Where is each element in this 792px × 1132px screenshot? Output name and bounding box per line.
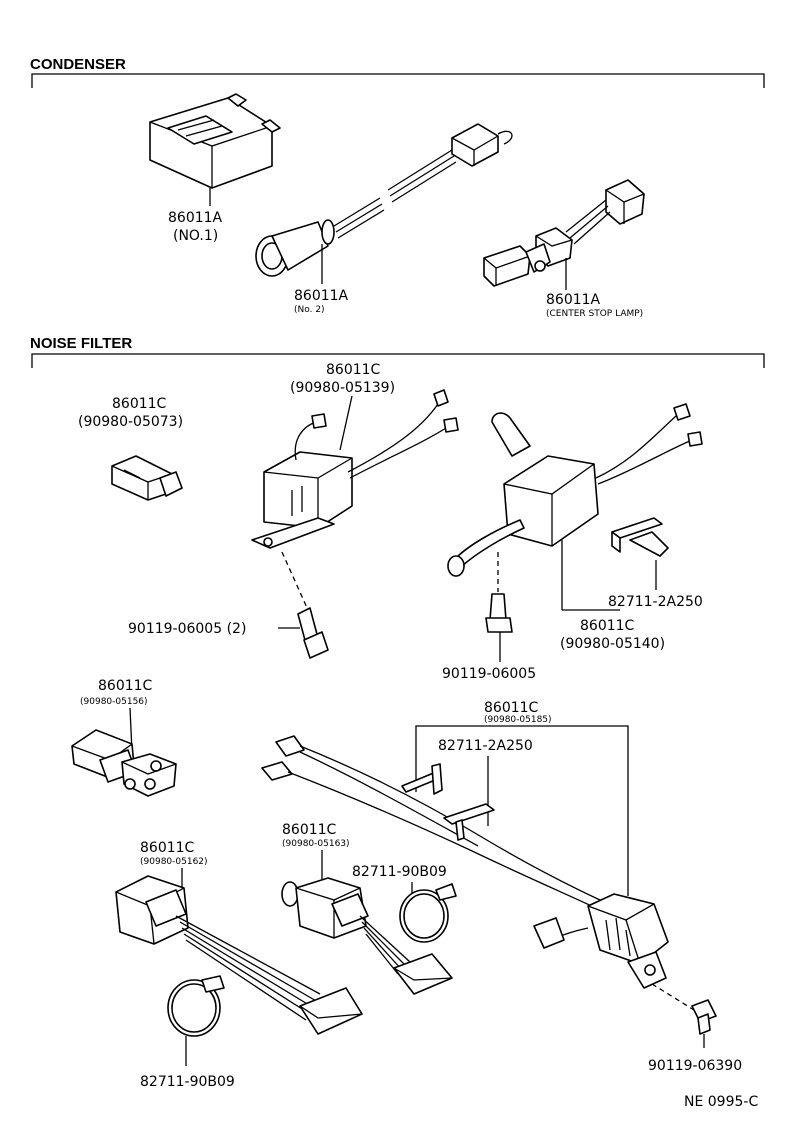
band-upper-part-number: 82711-90B09 — [352, 864, 447, 880]
harness-05185-sub-number: (90980-05185) — [484, 715, 552, 725]
bolt-lower-guide — [651, 983, 695, 1011]
harness-05185-part — [261, 735, 669, 989]
bolt-mid-part-number: 90119-06005 — [442, 666, 536, 682]
conn-05156-part-number: 86011C — [98, 678, 153, 694]
conn-05156-sub-number: (90980-05156) — [80, 697, 148, 707]
harness-05185-part-number: 86011C — [484, 700, 539, 716]
conn-05156-part — [71, 729, 177, 797]
conn-05162-sub-number: (90980-05162) — [140, 857, 208, 867]
condenser-no2-part — [255, 123, 513, 284]
top-filter-leader — [339, 395, 353, 451]
right-filter-part-number: 86011C — [580, 618, 635, 634]
condenser-section-title: CONDENSER — [30, 56, 126, 73]
conn-05162-part-number: 86011C — [140, 840, 195, 856]
noise-filter-section-title: NOISE FILTER — [30, 335, 132, 352]
small-connector-part — [111, 455, 183, 501]
bolt-mid-part — [485, 593, 513, 633]
bracket-right-part-number: 82711-2A250 — [608, 594, 703, 610]
condenser-section-bracket — [31, 73, 765, 88]
small-connector-sub-number: (90980-05073) — [78, 414, 183, 430]
top-filter-part — [251, 389, 459, 549]
band-lower-part — [167, 975, 225, 1037]
diagram-code: NE 0995-C — [684, 1094, 758, 1110]
condenser-no2-part-number: 86011A — [294, 288, 349, 304]
band-upper-part — [399, 883, 457, 943]
band-lower-part-number: 82711-90B09 — [140, 1074, 235, 1090]
bolt-left-part-number: 90119-06005 (2) — [128, 621, 246, 637]
condenser-center-note: (CENTER STOP LAMP) — [546, 309, 643, 319]
conn-05163-part-number: 86011C — [282, 822, 337, 838]
bolt-left-part — [297, 607, 329, 659]
right-filter-sub-number: (90980-05140) — [560, 636, 665, 652]
condenser-center-stop-lamp-part — [483, 179, 645, 290]
bracket-right-part — [611, 517, 669, 557]
bracket-lower-part-number: 82711-2A250 — [438, 738, 533, 754]
condenser-no1-part-number: 86011A — [168, 210, 223, 226]
condenser-no1-part — [149, 93, 281, 206]
conn-05163-part — [281, 877, 453, 995]
small-connector-part-number: 86011C — [112, 396, 167, 412]
bolt-left-guide — [281, 551, 309, 611]
bolt-lower-part — [691, 999, 717, 1035]
conn-05162-part — [115, 875, 363, 1035]
condenser-center-part-number: 86011A — [546, 292, 601, 308]
bolt-lower-part-number: 90119-06390 — [648, 1058, 742, 1074]
top-filter-part-number: 86011C — [326, 362, 381, 378]
condenser-no1-note: (NO.1) — [173, 228, 218, 244]
noise-filter-section-bracket — [31, 353, 765, 368]
right-filter-part — [447, 403, 703, 577]
conn-05163-sub-number: (90980-05163) — [282, 839, 350, 849]
harness-05185-bracket-leader — [415, 725, 629, 896]
top-filter-sub-number: (90980-05139) — [290, 380, 395, 396]
condenser-no2-note: (No. 2) — [294, 305, 325, 315]
